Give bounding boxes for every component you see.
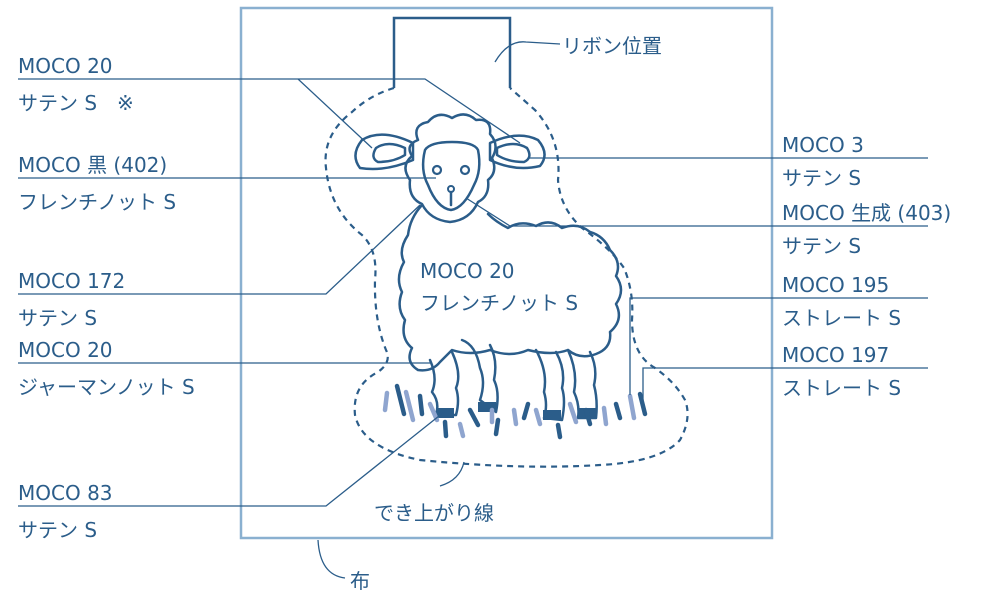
label-moco172-line2: サテン S (18, 306, 97, 330)
label-fabric: 布 (350, 569, 370, 593)
leader-moco195 (629, 297, 928, 395)
label-moco20-german-line2: ジャーマンノット S (18, 375, 195, 399)
label-moco195-line1: MOCO 195 (782, 273, 889, 297)
label-black-french-line1: MOCO 黒 (402) (18, 153, 167, 177)
left-ear (354, 133, 415, 171)
leg-front-right (460, 338, 499, 414)
right-ear (488, 134, 546, 170)
left-ear-inner (372, 142, 407, 164)
body-wool (397, 203, 623, 372)
label-kinari-line2: サテン S (782, 234, 861, 258)
finish-dashed-outline (324, 86, 689, 468)
label-moco20-satin-line2: サテン S ※ (18, 91, 134, 115)
leader-kinari (465, 197, 928, 227)
leader-moco83 (18, 411, 445, 507)
label-body-line2: フレンチノット S (420, 291, 578, 315)
label-ribbon: リボン位置 (562, 34, 662, 58)
left-eye (431, 164, 443, 176)
right-eye (459, 164, 471, 176)
face (421, 140, 481, 212)
label-moco3-line2: サテン S (782, 166, 861, 190)
label-moco20-german-line1: MOCO 20 (18, 338, 113, 362)
ribbon-callout-curve (494, 41, 561, 63)
label-moco195-line2: ストレート S (782, 306, 901, 330)
fabric-frame (239, 6, 774, 540)
finish-callout-curve (439, 461, 465, 487)
hoof-1 (436, 408, 454, 418)
leg-front-left (428, 350, 460, 417)
label-moco3-line1: MOCO 3 (782, 133, 864, 157)
leader-lines (18, 78, 928, 507)
hoof-3 (543, 410, 561, 420)
label-moco172-line1: MOCO 172 (18, 269, 125, 293)
label-moco20-satin-line1: MOCO 20 (18, 54, 113, 78)
leg-back-left (534, 348, 566, 422)
label-moco83-line2: サテン S (18, 518, 97, 542)
right-ear-inner (495, 142, 531, 164)
fabric-callout-curve (317, 539, 346, 579)
leader-moco197 (642, 367, 928, 400)
leader-moco172 (18, 204, 421, 295)
label-moco83-line1: MOCO 83 (18, 481, 113, 505)
ribbon-rectangle (392, 16, 512, 88)
grass-straight-stitches (382, 383, 648, 440)
label-black-french-line2: フレンチノット S (18, 190, 176, 214)
head-wool (404, 113, 497, 224)
leader-moco20-satin (18, 78, 521, 149)
label-kinari-line1: MOCO 生成 (403) (782, 201, 951, 225)
label-finish-line: でき上がり線 (374, 501, 494, 525)
label-body-line1: MOCO 20 (420, 259, 515, 283)
label-moco197-line2: ストレート S (782, 376, 901, 400)
hoof-2 (478, 402, 496, 412)
label-moco197-line1: MOCO 197 (782, 343, 889, 367)
